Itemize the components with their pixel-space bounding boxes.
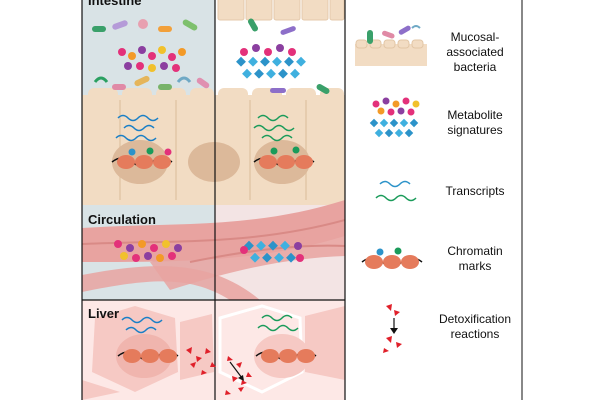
metabolites-circulation-right [240,240,304,263]
nucleus-center [188,142,240,182]
bacteria-villi-icon [355,25,427,66]
legend-text-mucosal: Mucosal- associated bacteria [446,30,504,74]
legend-text-metabolite: Metabolite signatures [447,108,503,137]
legend-label-mucosal: Mucosal- associated bacteria [430,30,520,75]
section-label-circulation: Circulation [88,212,156,227]
legend-label-detox: Detoxification reactions [425,312,525,342]
panel-frame [81,0,346,400]
legend-label-metabolite: Metabolite signatures [430,108,520,138]
legend-text-detox: Detoxification reactions [438,312,512,341]
transcripts-intestine [115,114,295,142]
detox-triangles-icon [383,304,402,353]
chromatin-intestine [111,146,315,169]
legend-label-chromatin: Chromatin marks [430,244,520,274]
detox-liver [186,347,252,395]
legend-text-transcripts: Transcripts [445,184,505,198]
lumen-left [82,0,215,105]
villi-tips [88,88,344,102]
chromatin-nucleosome-icon [361,247,423,269]
legend-label-transcripts: Transcripts [430,184,520,199]
legend-text-chromatin: Chromatin marks [447,244,503,273]
metabolite-dots-icon [369,97,420,138]
chromatin-liver [117,349,317,363]
villi-top-right [217,0,345,21]
detox-arrowhead-liver [238,375,244,381]
metabolites-left [118,46,186,72]
cell-borders [119,100,307,200]
bacteria-left [92,19,210,90]
bacteria-right [248,18,330,94]
transcript-squiggle-icon [375,180,417,202]
section-label-liver: Liver [88,306,120,321]
detox-arrow-liver [229,361,243,379]
transcripts-liver [121,314,299,334]
section-label-intestine: Intestine [88,0,142,8]
metabolites-circulation-left [114,240,182,262]
